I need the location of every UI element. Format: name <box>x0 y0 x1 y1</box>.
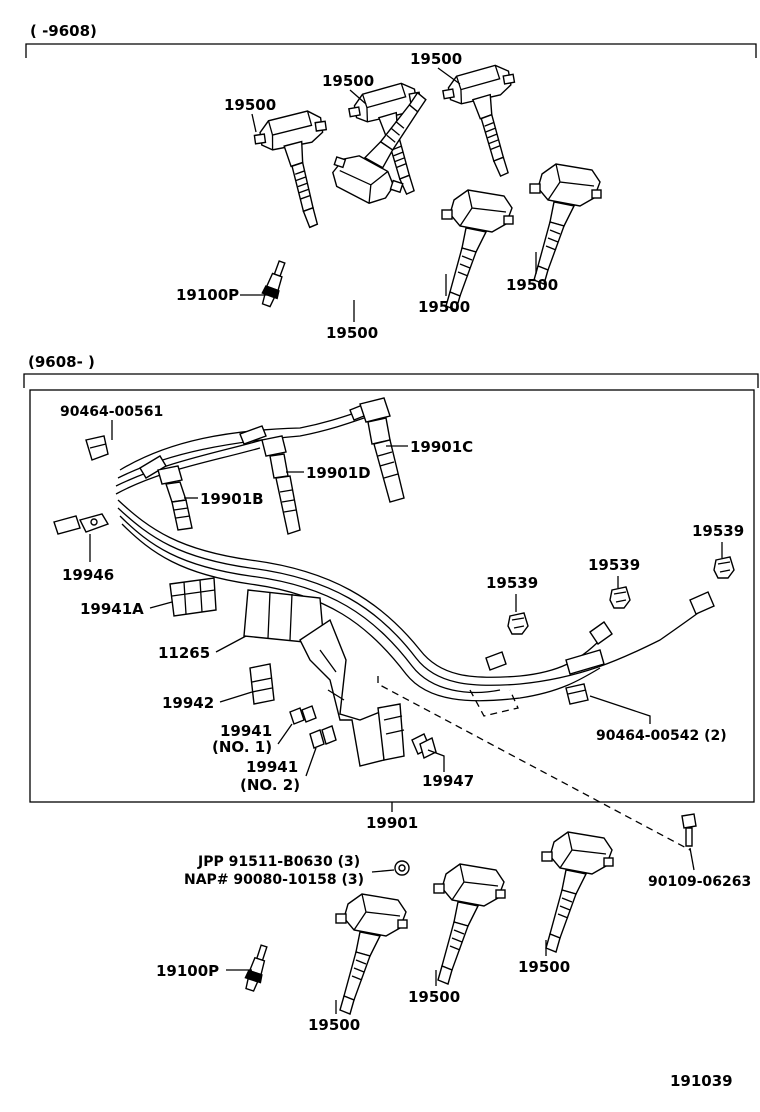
cord-19901b <box>157 465 193 531</box>
holder-19941a-leader <box>149 601 173 609</box>
bolt-90109-label: 90109-06263 <box>648 874 751 890</box>
coil-top-a <box>251 108 341 234</box>
cap-19539-b-label: 19539 <box>588 556 640 574</box>
holder-19941a-label: 19941A <box>80 600 144 618</box>
clamp-19947 <box>411 733 437 760</box>
cord-19901d <box>261 435 301 535</box>
clamp-19947-label: 19947 <box>422 772 474 790</box>
bolt-90109-leader <box>689 847 695 871</box>
bottom-range-label: (9608- ) <box>28 353 95 371</box>
coil-top-e-label: 19500 <box>418 298 470 316</box>
clip-90464-00561-label: 90464-00561 <box>60 404 163 420</box>
cap-19539-c-label: 19539 <box>692 522 744 540</box>
cord-set-label: 19901 <box>366 814 418 832</box>
holder-19942 <box>249 663 275 705</box>
cap-19539-a <box>507 612 529 635</box>
cap-19539-b <box>609 586 631 609</box>
coil-bottom-b-label: 19500 <box>408 988 460 1006</box>
figure-number: 191039 <box>670 1072 733 1090</box>
coil-bottom-a-label: 19500 <box>308 1016 360 1034</box>
holder-19941-no1-leader <box>277 723 293 745</box>
cover-11265-leader <box>215 635 247 653</box>
clip-90464-00542-label: 90464-00542 (2) <box>596 728 727 744</box>
clip-90464-00561 <box>85 435 109 461</box>
coil-top-b-leader <box>349 89 367 105</box>
bolt-jpp-label: JPP 91511-B0630 (3) <box>197 854 360 870</box>
coil-top-a-label: 19500 <box>224 96 276 114</box>
wire-boot-5 <box>689 591 715 615</box>
coil-top-c <box>439 61 531 185</box>
coil-top-e <box>441 189 514 311</box>
plug-top-label: 19100P <box>176 286 239 304</box>
top-range-label: ( -9608) <box>30 22 97 40</box>
clip-90464-00542-leader <box>589 695 651 724</box>
coil-top-b-label: 19500 <box>322 72 374 90</box>
wire-boot-6 <box>485 651 507 671</box>
coil-bottom-c <box>541 831 614 953</box>
cover-11265 <box>243 589 405 767</box>
cover-11265-label: 11265 <box>158 644 210 662</box>
high-tension-cords <box>115 405 711 702</box>
cord-19901c <box>359 397 405 503</box>
wire-boot-1 <box>139 455 167 479</box>
holder-19941a <box>169 577 217 617</box>
clamp-19947-leader <box>427 749 445 772</box>
holder-19941-no2-label-b: (NO. 2) <box>240 776 300 794</box>
holder-19941-no1 <box>289 705 317 725</box>
coil-bottom-c-label: 19500 <box>518 958 570 976</box>
coil-top-f-label: 19500 <box>506 276 558 294</box>
bottom-section-bracket <box>23 373 759 388</box>
plug-bottom-label: 19100P <box>156 962 219 980</box>
cap-19539-c <box>713 556 735 579</box>
coil-top-f <box>529 163 602 285</box>
coil-top-d-label: 19500 <box>326 324 378 342</box>
cap-19539-a-label: 19539 <box>486 574 538 592</box>
top-section-bracket <box>25 43 757 58</box>
coil-top-c-leader <box>437 67 461 85</box>
wire-boot-4 <box>589 621 613 645</box>
bracket-19946-label: 19946 <box>62 566 114 584</box>
wire-boot-2 <box>239 425 267 445</box>
coil-top-a-leader <box>251 113 257 133</box>
holder-19941-no1-label-b: (NO. 1) <box>212 738 272 756</box>
cord-19901b-label: 19901B <box>200 490 264 508</box>
spark-plug-bottom <box>241 942 273 993</box>
holder-19941-no1-label-a: 19941 <box>220 722 272 740</box>
holder-19941-no2-leader <box>305 747 317 777</box>
bolt-nap-label: NAP# 90080-10158 (3) <box>184 872 364 888</box>
coil-bottom-b <box>433 863 506 985</box>
coil-bottom-a <box>335 893 408 1015</box>
holder-19941-no2-label-a: 19941 <box>246 758 298 776</box>
bolt-90109-06263 <box>681 813 697 847</box>
cord-19901d-label: 19901D <box>306 464 371 482</box>
dashed-reference-1 <box>377 676 691 851</box>
coil-top-c-label: 19500 <box>410 50 462 68</box>
cord-19901c-label: 19901C <box>410 438 473 456</box>
wire-boot-7 <box>565 649 605 675</box>
holder-19941-no2 <box>309 725 337 749</box>
clip-90464-00542 <box>565 683 589 705</box>
holder-19942-leader <box>219 691 253 703</box>
holder-19942-label: 19942 <box>162 694 214 712</box>
spark-plug-top <box>258 258 291 309</box>
bracket-19946 <box>53 513 110 535</box>
bolt-91511 <box>394 860 410 876</box>
bolt-leader <box>371 869 395 873</box>
dashed-reference-2 <box>469 689 519 717</box>
